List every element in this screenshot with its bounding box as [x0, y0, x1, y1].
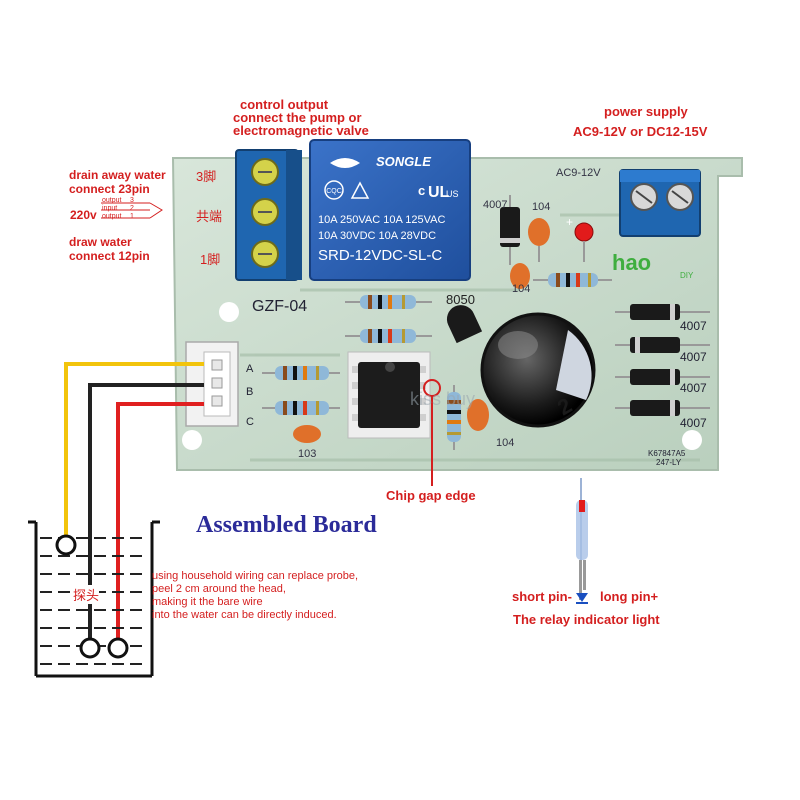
resistor [262, 401, 340, 415]
chip-gap-label: Chip gap edge [386, 488, 476, 503]
wire-yellow [64, 362, 204, 545]
control-output-label: control output [240, 97, 329, 112]
power-supply-title: power supply [604, 104, 688, 119]
control-output-label: connect the pump or [233, 110, 362, 125]
pin-label-1: 1脚 [200, 252, 221, 267]
diode-top-label: 4007 [483, 199, 507, 211]
resistor [345, 295, 432, 309]
io-small-num: 1 [130, 213, 134, 220]
probe-tip-common [79, 637, 101, 659]
pcb-power-label: AC9-12V [556, 167, 601, 179]
mounting-hole [219, 302, 239, 322]
ceramic-capacitor [510, 263, 530, 289]
diode [615, 369, 710, 385]
probe-label: 探头 [73, 585, 100, 604]
drain-label: drain away water [69, 168, 166, 182]
cap-label: 104 [512, 283, 530, 295]
pin-label-3: 3脚 [196, 169, 217, 184]
diode [615, 400, 710, 416]
relay-rating-line: 10A 30VDC 10A 28VDC [318, 230, 437, 242]
diode-label: 4007 [680, 350, 707, 364]
beaker [28, 520, 160, 678]
pin-label-common: 共端 [196, 209, 223, 224]
control-output-label: electromagnetic valve [233, 123, 369, 138]
household-note-line: into the water can be directly induced. [152, 609, 337, 621]
connector-pin-label: C [246, 416, 254, 428]
output-terminal-block [235, 149, 302, 281]
diode [615, 304, 710, 320]
wire-black [88, 383, 204, 648]
watermark: kiss buy [410, 389, 475, 409]
drain-label: connect 23pin [69, 182, 150, 196]
transistor-label: 8050 [446, 292, 475, 307]
ceramic-capacitor [467, 399, 489, 431]
draw-label: draw water [69, 235, 132, 249]
io-small-label: output [102, 197, 122, 204]
relay-light-label: The relay indicator light [513, 612, 660, 627]
io-small-num: 3 [130, 197, 134, 204]
serial-line: K67847A5 [648, 449, 686, 458]
household-note-line: making it the bare wire [152, 596, 263, 608]
ceramic-capacitor [528, 218, 550, 262]
probe-tip-low [107, 637, 129, 659]
io-small-label: output [102, 213, 122, 220]
electrolytic-capacitor: 2 [480, 312, 596, 428]
mounting-hole [682, 430, 702, 450]
cap-label: 104 [532, 201, 550, 213]
power-supply-value: AC9-12V or DC12-15V [573, 124, 708, 139]
mounting-hole [182, 430, 202, 450]
diode-label: 4007 [680, 381, 707, 395]
relay-cert: CQC [326, 188, 342, 195]
io-small-label: input [102, 205, 118, 212]
draw-label: connect 12pin [69, 249, 150, 263]
io-small-num: 2 [130, 205, 134, 212]
relay-model: SRD-12VDC-SL-C [318, 247, 443, 264]
diode-label: 4007 [680, 416, 707, 430]
diode [615, 337, 710, 353]
resistor [447, 385, 461, 450]
diode-top [500, 195, 520, 265]
resistor [533, 273, 612, 287]
household-note-line: using household wiring can replace probe… [152, 570, 359, 582]
ceramic-capacitor [293, 425, 321, 443]
led-symbol [576, 593, 588, 602]
pcb-traces [240, 213, 700, 462]
assembled-board-title: Assembled Board [196, 512, 377, 538]
connector-pin-label: A [246, 363, 254, 375]
svg-text:US: US [446, 189, 459, 199]
brand-logo: hao [612, 250, 651, 275]
svg-text:UL: UL [428, 184, 450, 201]
resistor [262, 366, 340, 380]
cap-label: 103 [298, 448, 316, 460]
short-pin-label: short pin- [512, 589, 572, 604]
serial-line: 247-LY [656, 458, 682, 467]
resistor [345, 329, 432, 343]
svg-text:+: + [566, 215, 573, 229]
household-note-line: peel 2 cm around the head, [152, 583, 286, 595]
indicator-led: + [566, 215, 594, 262]
svg-text:c: c [418, 183, 425, 198]
relay-rating-line: 10A 250VAC 10A 125VAC [318, 214, 446, 226]
brand-sub: DIY [680, 271, 694, 280]
transistor [446, 305, 483, 344]
io-bracket [101, 202, 163, 219]
relay-brand: SONGLE [376, 154, 431, 169]
power-terminal-block [619, 169, 701, 237]
led-illustration [576, 478, 588, 604]
diode-label: 4007 [680, 319, 707, 333]
long-pin-label: long pin+ [600, 589, 659, 604]
cap-label: 104 [496, 437, 514, 449]
probe-tip-high [55, 534, 77, 556]
relay: CQC c UL US [309, 139, 471, 281]
voltage-label: 220v [70, 208, 97, 222]
ic-chip [347, 351, 431, 439]
board-model: GZF-04 [252, 298, 307, 315]
wire-red [116, 402, 204, 648]
connector-pin-label: B [246, 386, 253, 398]
